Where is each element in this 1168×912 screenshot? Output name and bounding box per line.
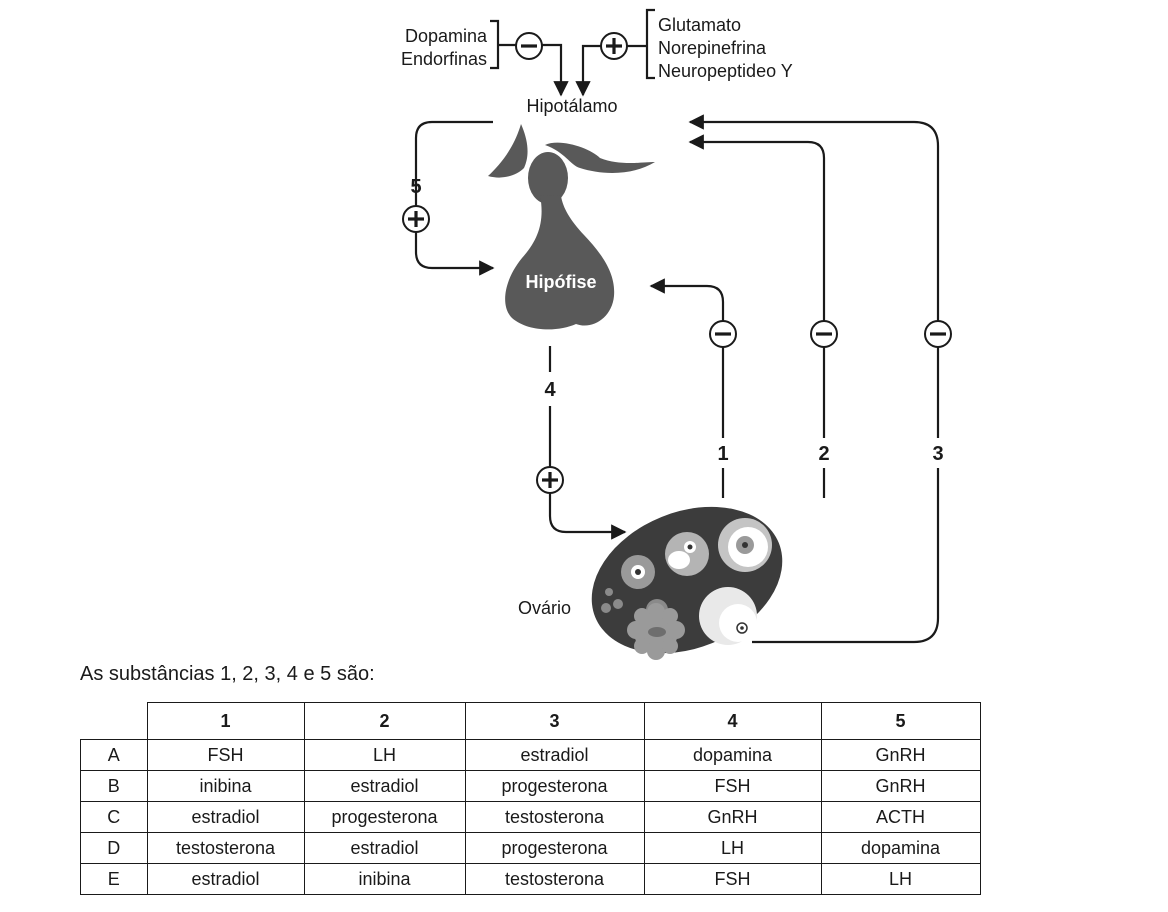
column-header: 1 [146, 702, 305, 740]
pathway-2-arrow [688, 134, 826, 498]
pathway-5-label: 5 [410, 176, 421, 198]
stimulator-label-glutamato: Glutamato [658, 15, 741, 35]
pathway-1-label: 1 [717, 443, 728, 465]
plus-sign-icon [402, 205, 430, 233]
inhibitor-label-dopamina: Dopamina [405, 26, 488, 46]
table-cell: estradiol [303, 832, 466, 864]
column-header: 4 [643, 702, 822, 740]
stimulator-label-neuropeptideo: Neuropeptideo Y [658, 61, 793, 81]
table-row: E estradiol inibina testosterona FSH LH [80, 863, 981, 895]
ovary-icon [591, 506, 783, 660]
table-cell: GnRH [643, 801, 822, 833]
table-cell: LH [303, 739, 466, 771]
minus-sign-icon [515, 32, 543, 60]
table-cell: estradiol [146, 801, 305, 833]
pathway-4-label: 4 [544, 379, 556, 401]
table-cell: GnRH [820, 770, 981, 802]
pituitary-gland-icon [488, 124, 655, 330]
minus-sign-icon [709, 320, 737, 348]
hormone-feedback-diagram: Dopamina Endorfinas Glutamato Norepinefr… [401, 8, 952, 660]
pathway-4-arrow [548, 346, 627, 540]
minus-sign-icon [924, 320, 952, 348]
minus-sign-icon [810, 320, 838, 348]
table-cell: FSH [643, 770, 822, 802]
table-cell: progesterona [464, 832, 645, 864]
table-cell: testosterona [464, 863, 645, 895]
table-cell: estradiol [464, 739, 645, 771]
stimulator-label-norepinefrina: Norepinefrina [658, 38, 767, 58]
table-header-row: 1 2 3 4 5 [80, 702, 981, 740]
answer-table: 1 2 3 4 5 A FSH LH estradiol dopamina Gn… [80, 702, 981, 895]
table-cell: dopamina [643, 739, 822, 771]
inhibitor-label-endorfinas: Endorfinas [401, 49, 487, 69]
pathway-1-arrow [649, 278, 725, 498]
pathway-5-arrow [414, 120, 495, 276]
table-cell: testosterona [146, 832, 305, 864]
plus-sign-icon [536, 466, 564, 494]
ovary-label: Ovário [518, 598, 571, 618]
table-cell: LH [643, 832, 822, 864]
table-row: D testosterona estradiol progesterona LH… [80, 832, 981, 864]
table-row: B inibina estradiol progesterona FSH GnR… [80, 770, 981, 802]
row-label: B [80, 770, 148, 802]
hypothalamus-label: Hipotálamo [526, 96, 617, 116]
table-row: C estradiol progesterona testosterona Gn… [80, 801, 981, 833]
row-label: E [80, 863, 148, 895]
question-text: As substâncias 1, 2, 3, 4 e 5 são: [80, 663, 375, 685]
row-label: D [80, 832, 148, 864]
table-cell: progesterona [303, 801, 466, 833]
column-header: 2 [303, 702, 466, 740]
table-corner [80, 702, 148, 740]
table-cell: inibina [303, 863, 466, 895]
table-cell: ACTH [820, 801, 981, 833]
pathway-3-arrow [688, 114, 940, 644]
table-cell: LH [820, 863, 981, 895]
table-row: A FSH LH estradiol dopamina GnRH [80, 739, 981, 771]
table-cell: dopamina [820, 832, 981, 864]
pathway-2-label: 2 [818, 443, 829, 465]
pathway-3-label: 3 [932, 443, 943, 465]
row-label: C [80, 801, 148, 833]
table-cell: GnRH [820, 739, 981, 771]
column-header: 5 [820, 702, 981, 740]
table-cell: inibina [146, 770, 305, 802]
row-label: A [80, 739, 148, 771]
stimulator-bracket [645, 8, 655, 80]
table-cell: progesterona [464, 770, 645, 802]
table-cell: estradiol [303, 770, 466, 802]
inhibitor-bracket [490, 19, 500, 70]
plus-sign-icon [600, 32, 628, 60]
column-header: 3 [464, 702, 645, 740]
pituitary-label: Hipófise [525, 272, 596, 292]
table-cell: FSH [643, 863, 822, 895]
table-cell: testosterona [464, 801, 645, 833]
table-cell: estradiol [146, 863, 305, 895]
table-cell: FSH [146, 739, 305, 771]
